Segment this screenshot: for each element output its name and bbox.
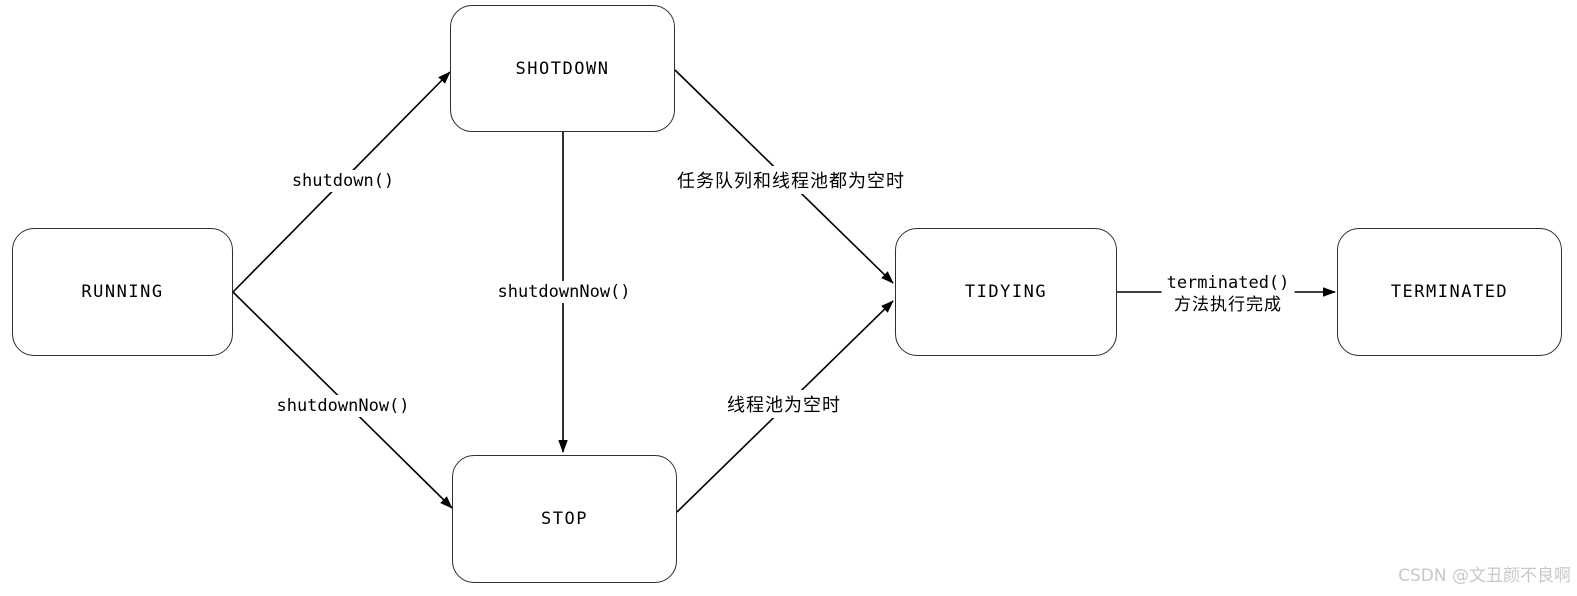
state-label: SHOTDOWN: [515, 58, 610, 79]
transition-label-terminated: terminated() 方法执行完成: [1161, 271, 1295, 317]
state-label: STOP: [541, 509, 588, 529]
state-node-stop: STOP: [452, 455, 677, 583]
transition-label-shutdown: shutdown(): [286, 170, 400, 192]
state-node-shotdown: SHOTDOWN: [450, 5, 675, 132]
state-label: TERMINATED: [1390, 282, 1509, 302]
state-node-tidying: TIDYING: [895, 228, 1117, 356]
transition-label-shutdownnow-running-stop: shutdownNow(): [271, 395, 415, 417]
transition-label-terminated-line1: terminated(): [1166, 273, 1290, 293]
csdn-watermark: CSDN @文丑颜不良啊: [1398, 566, 1571, 586]
state-node-running: RUNNING: [12, 228, 233, 356]
transition-label-terminated-line2: 方法执行完成: [1173, 295, 1282, 315]
transition-label-shutdownnow-shotdown-stop: shutdownNow(): [492, 281, 636, 303]
transition-label-pool-empty: 线程池为空时: [722, 390, 846, 418]
state-label: TIDYING: [964, 282, 1048, 302]
state-node-terminated: TERMINATED: [1337, 228, 1562, 356]
state-label: RUNNING: [81, 282, 164, 302]
transition-label-queue-and-pool-empty: 任务队列和线程池都为空时: [672, 166, 910, 194]
